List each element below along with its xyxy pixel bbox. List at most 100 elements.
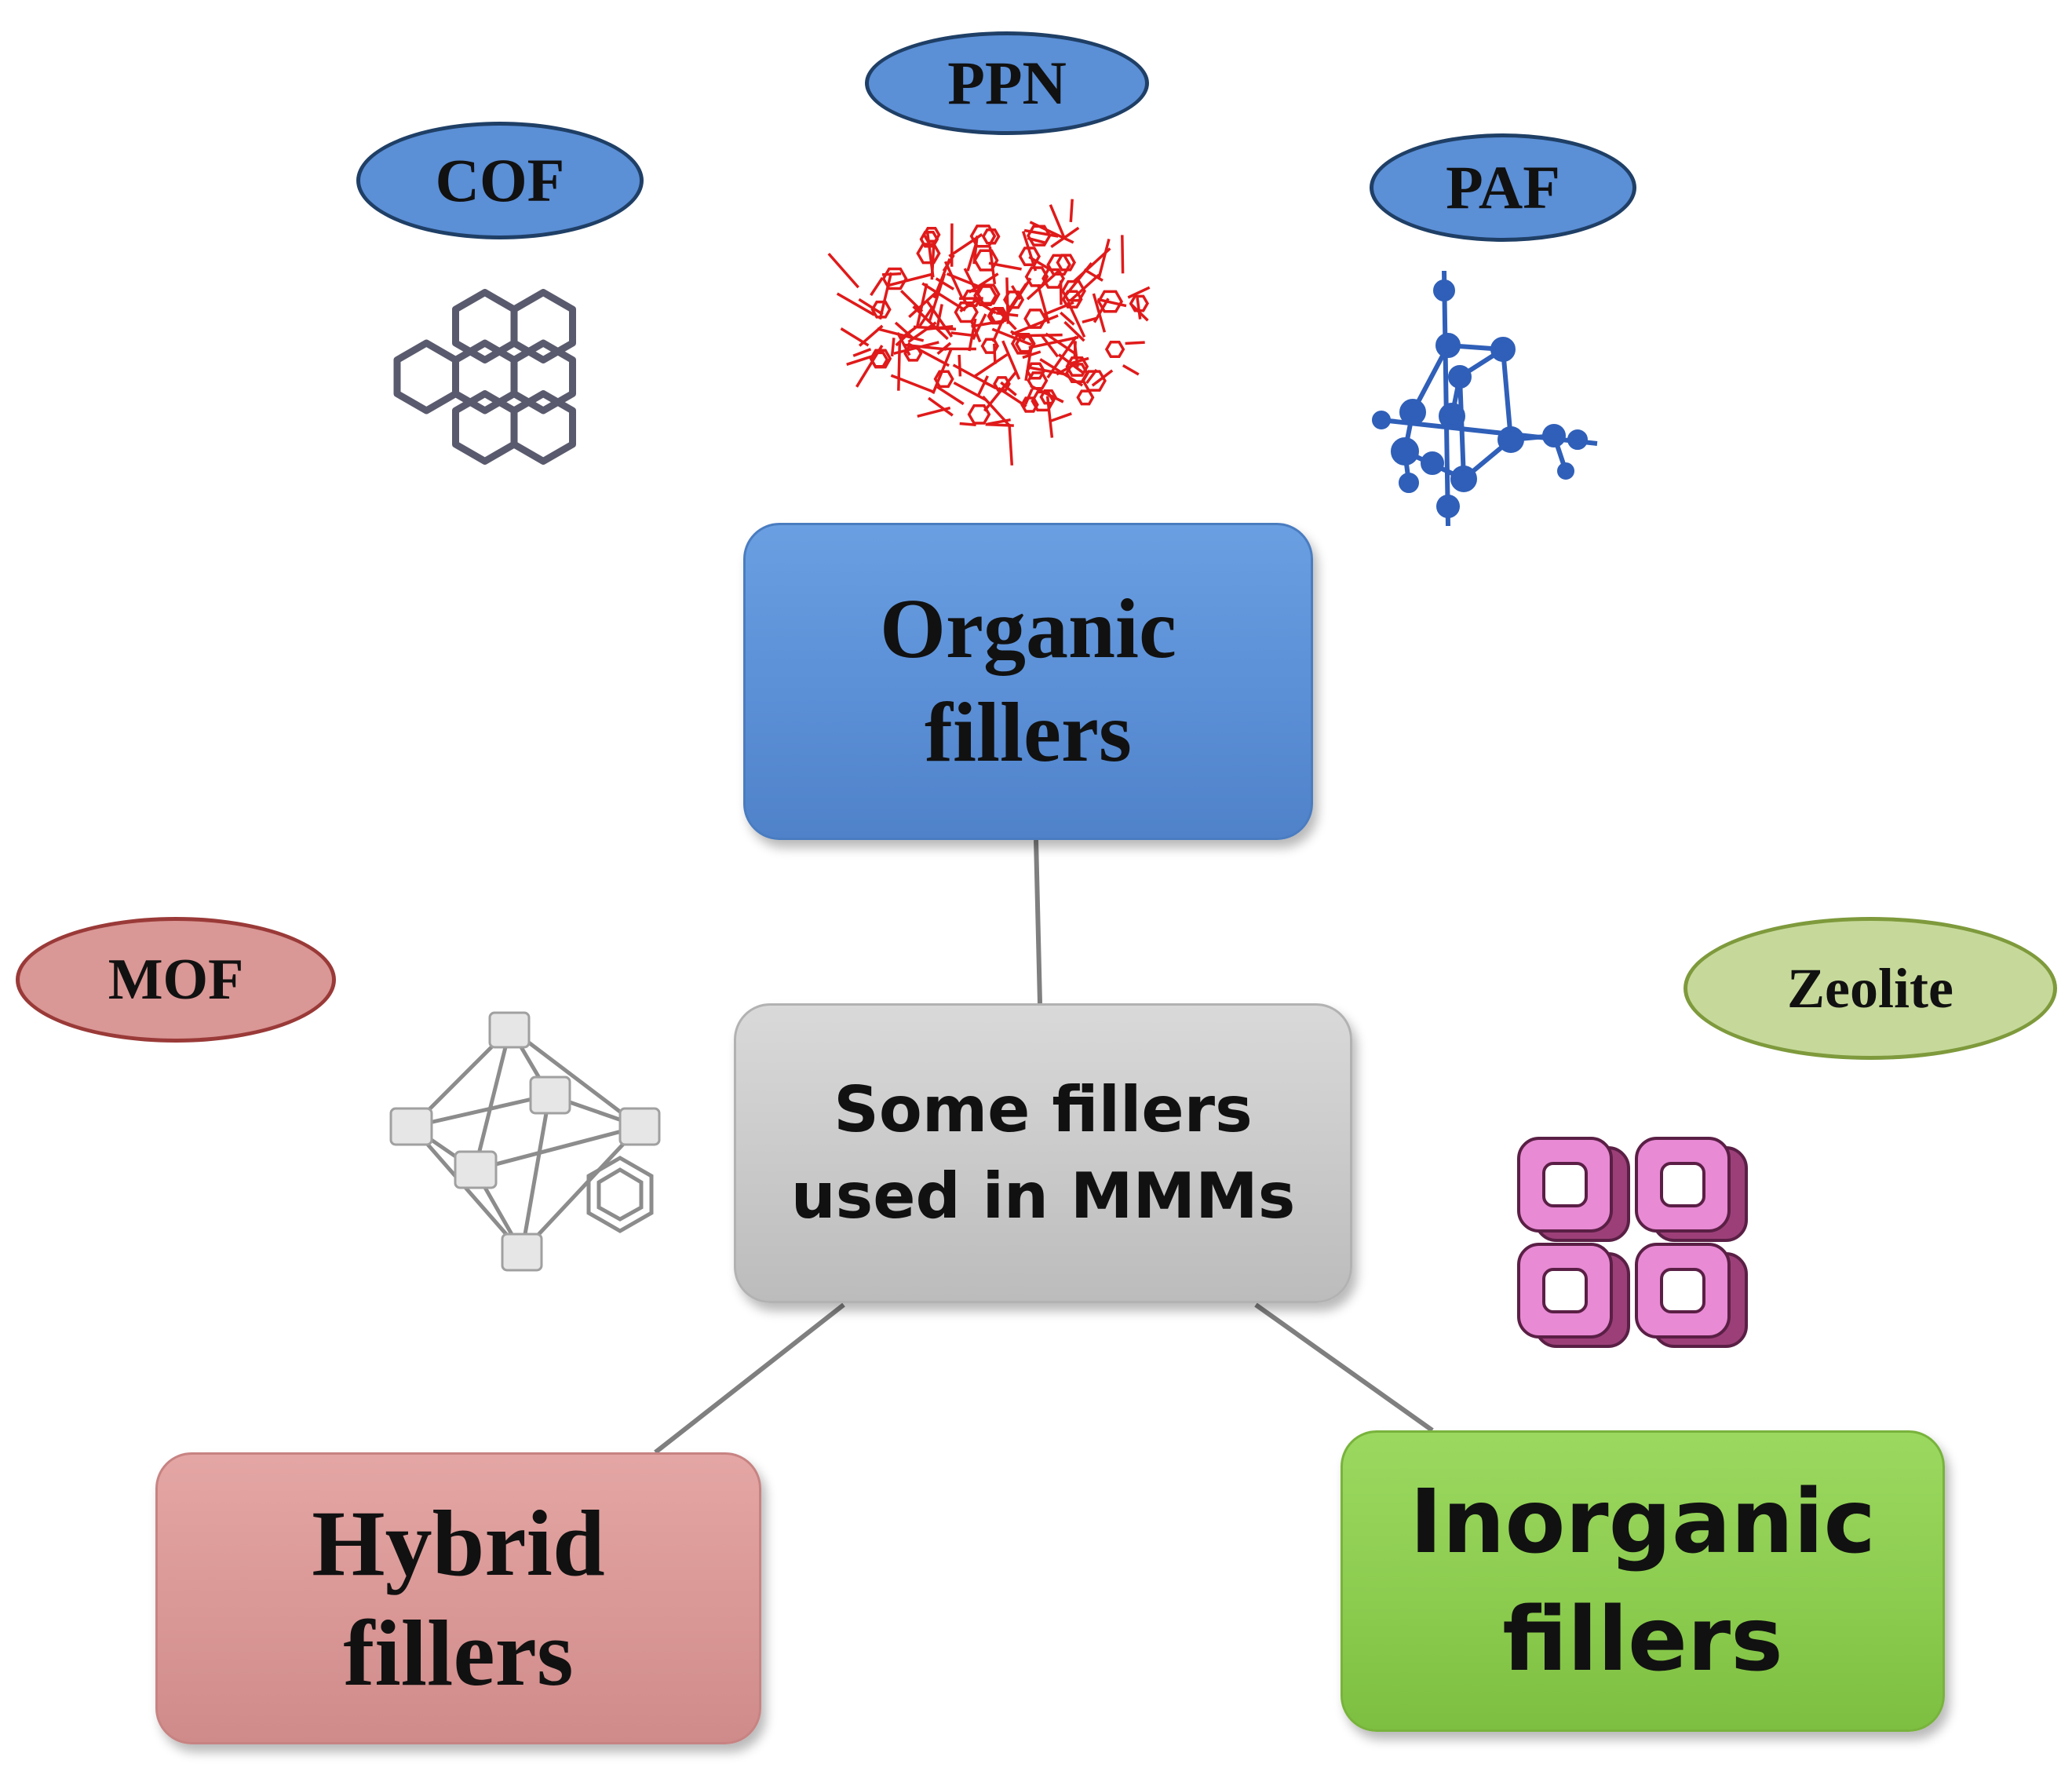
ppn-ring [1026,225,1052,247]
ppn-bond [1082,316,1098,323]
ppn-ring [1096,290,1124,313]
zeolite-label: Zeolite [1683,917,2057,1060]
ppn-bond [935,277,955,290]
ppn-ring [1027,371,1049,390]
mof-structure-icon [389,1011,661,1272]
ppn-bond [827,252,860,289]
ppn-bond [890,374,933,393]
ppn-bond [1049,412,1072,423]
paf-structure-icon [1372,270,1598,527]
ppn-ring [1060,279,1086,302]
ppn-bond [1024,348,1033,382]
cof-hexagon [452,339,518,415]
zeolite-pore [1542,1268,1588,1313]
ppn-ring [1041,268,1066,289]
ppn-bond [1121,235,1125,274]
cof-hexagon [510,289,576,363]
ppn-bond [836,292,875,316]
ppn-bond [948,233,983,257]
ppn-bond [1027,333,1063,338]
ppn-ring [1104,340,1125,358]
ppn-bond [912,305,949,341]
ppn-ring [973,285,998,306]
ppn-ring [969,225,997,248]
ppn-bond [897,342,902,391]
ppn-bond [878,272,893,320]
ppn-bond [917,406,951,418]
cof-hexagon [452,390,518,465]
ppn-bond [936,304,943,329]
ppn-ring [1056,254,1077,272]
mof-label: MOF [16,917,336,1043]
ppn-bond [1028,335,1079,349]
ppn-ring [1082,370,1107,392]
ppn-bond [1001,340,1021,380]
ppn-ring [1061,290,1083,309]
cof-structure-icon [393,289,576,465]
inorganic-fillers-line-2: fillers [1502,1589,1783,1691]
ppn-ring [1020,396,1039,413]
ppn-bond [996,309,1017,331]
ppn-bond [1036,283,1050,324]
hybrid-fillers-line-2: fillers [343,1601,574,1705]
ppn-ring [1025,362,1046,380]
ppn-ring [954,301,979,323]
ppn-bond [1040,334,1060,358]
ppn-bond [1008,424,1014,466]
ppn-bond [1136,297,1142,320]
ppn-bond [858,298,884,316]
ppn-bond [918,305,935,327]
ppn-bond [890,338,896,357]
ppn-bond [972,313,987,341]
ppn-bond [953,381,987,402]
ppn-ring [933,370,954,389]
ppn-ring [961,289,983,308]
ppn-ring [976,283,1001,305]
ppn-ring [972,249,999,272]
cof-hexagon [510,339,576,415]
ppn-bond [977,375,989,396]
ppn-bond [1022,350,1041,360]
ppn-bond [1042,301,1074,316]
ppn-ring [993,376,1011,392]
ppn-bond [1049,204,1067,239]
ppn-bond [932,257,951,299]
ppn-ring [1046,254,1071,276]
ppn-bond [1000,381,1017,396]
ppn-ring [1023,309,1047,329]
ppn-ring [1002,290,1025,309]
ppn-bond [1097,298,1127,308]
ppn-bond [870,276,884,297]
cof-hexagon [452,289,518,363]
center-node: Some fillers used in MMMs [734,1003,1352,1303]
zeolite-pore [1542,1162,1588,1207]
ppn-bond [936,385,965,406]
ppn-bond [895,330,913,347]
ppn-bond [1125,341,1145,345]
inorganic-fillers-node: Inorganic fillers [1341,1430,1945,1732]
ppn-bond [1045,332,1077,356]
ppn-bond [970,321,982,343]
ppn-ring [919,231,939,248]
cof-label: COF [356,122,644,239]
ppn-bond [1097,238,1111,279]
ppn-ring [967,404,991,425]
ppn-bond [1060,311,1075,326]
ppn-ring [1065,363,1089,384]
ppn-bond [907,321,937,344]
ppn-ring [1015,335,1035,353]
ppn-ring [870,300,892,319]
zeolite-pore [1660,1268,1705,1313]
ppn-bond [1050,226,1080,248]
ppn-bond [1069,273,1100,302]
ppn-ring [903,345,923,362]
ppn-bond [958,354,962,377]
ppn-bond [926,324,954,331]
paf-label: PAF [1370,133,1636,242]
connector-center-inorganic [1254,1302,1434,1433]
ppn-ring [1129,294,1150,312]
ppn-ring [1065,356,1089,377]
organic-fillers-node: Organic fillers [743,523,1313,840]
cof-hexagon [510,390,576,465]
